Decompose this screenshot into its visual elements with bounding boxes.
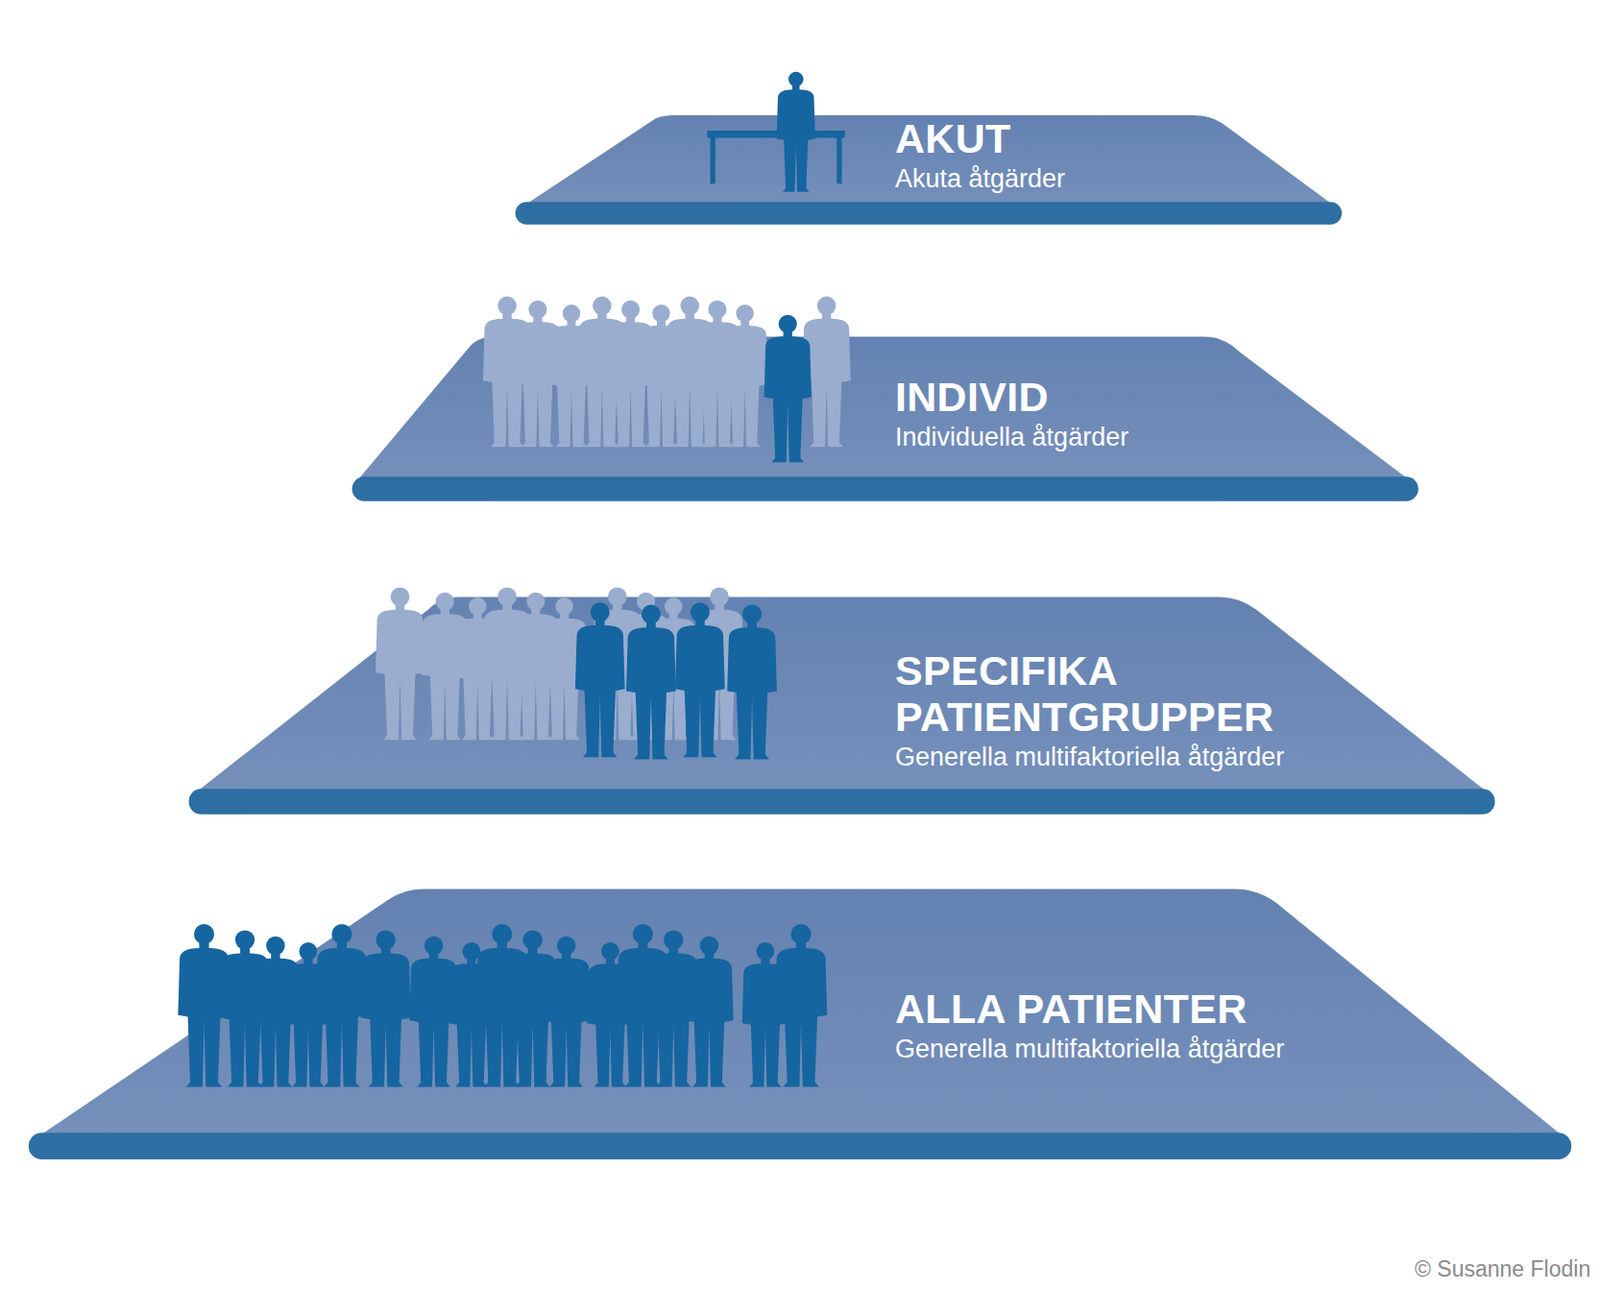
person-silhouette bbox=[542, 936, 591, 1088]
person-head bbox=[601, 942, 620, 961]
person-head bbox=[376, 929, 396, 949]
person-head bbox=[491, 923, 512, 945]
person-head bbox=[664, 597, 682, 615]
person-silhouette bbox=[626, 604, 677, 759]
person-head bbox=[235, 929, 255, 949]
platform-edge bbox=[189, 788, 1496, 815]
person-body bbox=[727, 621, 777, 760]
platform-top bbox=[28, 888, 1572, 1143]
person-head bbox=[557, 936, 576, 955]
level-subtitle: Generella multifaktoriella åtgärder bbox=[895, 1033, 1285, 1065]
copyright-note: © Susanne Flodin bbox=[1414, 1256, 1591, 1283]
person-head bbox=[424, 936, 443, 955]
person-head bbox=[817, 296, 836, 316]
person-body bbox=[542, 952, 591, 1088]
person-head bbox=[680, 296, 700, 316]
bench-leg bbox=[710, 135, 716, 184]
person-head bbox=[390, 586, 411, 607]
level-heading: AKUT bbox=[895, 115, 1066, 162]
platform-edge bbox=[28, 1132, 1572, 1160]
person-silhouette bbox=[727, 604, 777, 759]
person-body bbox=[775, 941, 827, 1087]
platform-top bbox=[189, 597, 1496, 799]
level-heading: INDIVID bbox=[895, 373, 1129, 420]
person-head bbox=[607, 586, 628, 607]
level-block: INDIVIDIndividuella åtgärder bbox=[895, 373, 1129, 454]
person-silhouette bbox=[675, 602, 726, 757]
person-head bbox=[436, 592, 455, 611]
person-head bbox=[590, 602, 610, 622]
person-silhouette bbox=[315, 923, 368, 1087]
people-silhouettes bbox=[177, 72, 850, 1088]
person-silhouette bbox=[722, 304, 769, 447]
person-head bbox=[742, 604, 762, 624]
person-body bbox=[315, 941, 368, 1087]
platform-top bbox=[515, 115, 1343, 212]
person-head bbox=[497, 296, 516, 316]
person-head bbox=[707, 300, 727, 319]
person-head bbox=[756, 942, 776, 961]
person-body bbox=[626, 621, 677, 760]
bench-leg bbox=[836, 135, 842, 184]
person-head bbox=[632, 923, 654, 945]
person-head bbox=[528, 300, 547, 319]
bench bbox=[706, 130, 845, 184]
person-head bbox=[690, 602, 710, 622]
person-silhouette bbox=[684, 936, 733, 1088]
person-body bbox=[764, 330, 812, 462]
level-subtitle: Individuella åtgärder bbox=[895, 421, 1129, 453]
person-head bbox=[299, 942, 318, 961]
person-head bbox=[709, 586, 729, 607]
person-body bbox=[375, 603, 425, 740]
level-subtitle: Akuta åtgärder bbox=[895, 163, 1066, 194]
person-head bbox=[522, 929, 542, 949]
person-silhouette bbox=[764, 315, 812, 463]
level-block: ALLA PATIENTERGenerella multifaktoriella… bbox=[895, 985, 1285, 1066]
person-silhouette bbox=[375, 586, 425, 740]
level-heading: SPECIFIKA PATIENTGRUPPER bbox=[895, 647, 1357, 740]
person-silhouette bbox=[575, 602, 626, 757]
platform-edge bbox=[352, 476, 1419, 501]
person-body bbox=[575, 619, 626, 758]
person-head bbox=[621, 300, 640, 319]
person-body bbox=[722, 319, 769, 447]
person-head bbox=[663, 929, 683, 949]
person-head bbox=[788, 72, 804, 88]
person-silhouette bbox=[360, 929, 411, 1087]
person-head bbox=[468, 597, 486, 615]
person-head bbox=[497, 586, 517, 607]
person-head bbox=[778, 315, 798, 334]
person-head bbox=[526, 592, 545, 611]
bench-seat bbox=[706, 130, 845, 138]
person-head bbox=[791, 923, 812, 945]
person-head bbox=[193, 923, 215, 945]
person-body bbox=[776, 84, 816, 193]
level-block: SPECIFIKA PATIENTGRUPPERGenerella multif… bbox=[895, 647, 1357, 774]
person-head bbox=[555, 597, 573, 615]
person-body bbox=[684, 952, 733, 1088]
person-head bbox=[562, 304, 581, 322]
level-heading: ALLA PATIENTER bbox=[895, 985, 1285, 1032]
person-head bbox=[592, 296, 611, 316]
person-head bbox=[641, 604, 661, 624]
level-subtitle: Generella multifaktoriella åtgärder bbox=[895, 741, 1357, 773]
platform-edge bbox=[515, 201, 1343, 224]
person-head bbox=[700, 936, 719, 955]
person-head bbox=[652, 304, 670, 322]
person-head bbox=[735, 304, 753, 322]
person-silhouette bbox=[775, 923, 827, 1087]
person-body bbox=[675, 619, 726, 758]
person-silhouette bbox=[776, 72, 816, 193]
platforms bbox=[28, 115, 1572, 1160]
person-head bbox=[266, 936, 285, 955]
person-head bbox=[331, 923, 352, 945]
level-block: AKUTAkuta åtgärder bbox=[895, 115, 1066, 195]
person-body bbox=[360, 946, 411, 1088]
